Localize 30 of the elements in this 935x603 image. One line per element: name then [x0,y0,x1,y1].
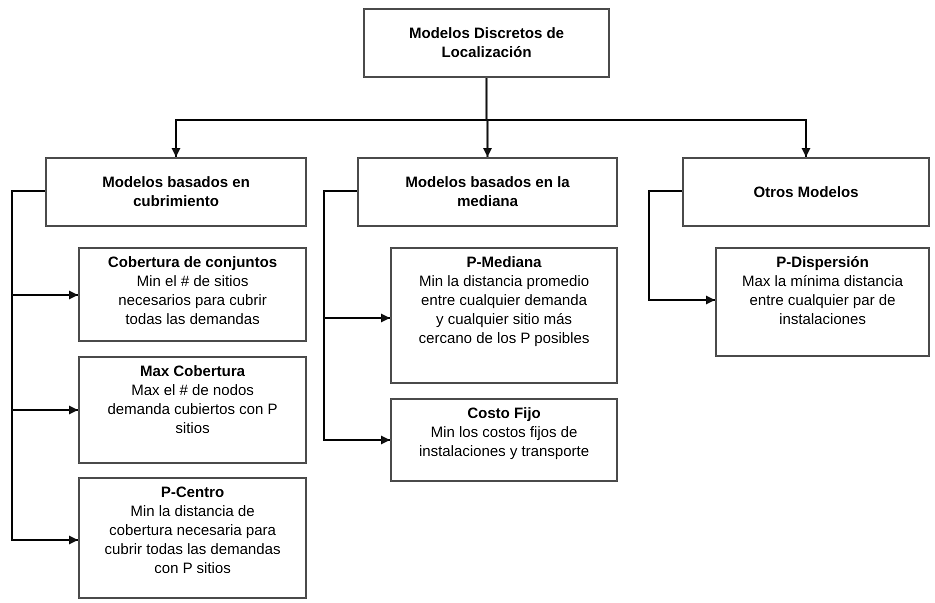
model-box [357,157,618,227]
model-box [78,356,307,464]
box-title: Modelos Discretos de Localización [408,24,566,62]
arrow [486,78,810,157]
box-title: Modelos basados en la mediana [404,173,571,211]
box-title: Costo Fijo [467,404,541,423]
box-description: Min la distancia de cobertura necesaria para cubrir todas las demandas con P sitios [104,502,281,578]
box-title: Otros Modelos [753,182,858,202]
model-box [390,398,618,482]
box-title: P-Dispersión [776,253,869,272]
model-box [78,247,307,342]
arrow [648,190,715,304]
box-title: Cobertura de conjuntos [108,253,278,272]
box-description: Min la distancia promedio entre cualquier demanda y cualquier sitio más cercano de los P posibles [418,272,590,348]
box-title: Modelos basados en cubrimiento [101,173,251,211]
model-box [78,477,307,599]
box-description: Min los costos fijos de instalaciones y transporte [418,423,590,461]
box-description: Max el # de nodos demanda cubiertos con P sitios [106,381,279,438]
model-box [715,247,930,357]
box-description: Max la mínima distancia entre cualquier par de instalaciones [741,272,904,329]
box-title: Max Cobertura [140,362,246,381]
model-box [390,247,618,384]
box-description: Min el # de sitios necesarios para cubrir todas las demandas [117,272,268,329]
arrow [11,190,78,544]
arrow [323,190,390,444]
model-box [45,157,307,227]
box-title: P-Mediana [466,253,542,272]
model-box [682,157,930,227]
box-title: P-Centro [160,483,224,502]
model-box [363,8,610,78]
